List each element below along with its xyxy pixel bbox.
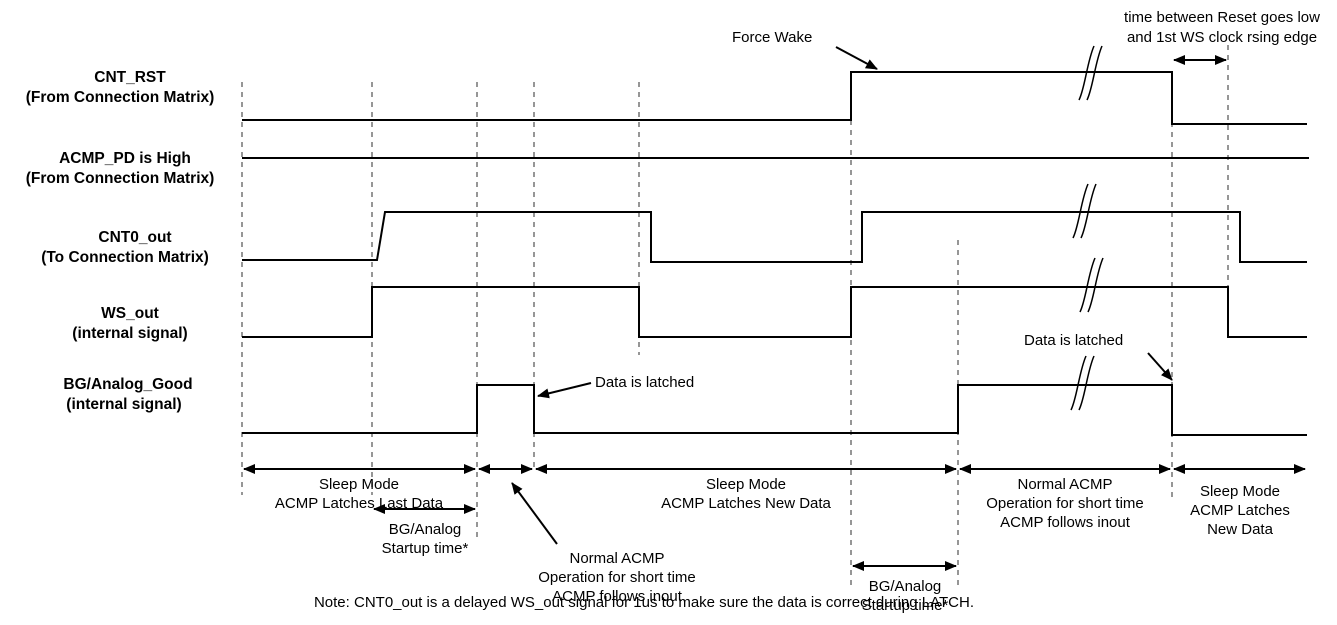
- short-normal-desc-2: ACMP follows inout: [552, 588, 683, 605]
- waveform-bg-analog-good: [242, 384, 1307, 436]
- footnote: Note: CNT0_out is a delayed WS_out signa…: [314, 594, 974, 611]
- signal-sublabel-cnt0-out: (To Connection Matrix): [41, 249, 209, 266]
- signal-label-bg-analog-good: BG/Analog_Good: [63, 376, 192, 393]
- short-normal-title: Normal ACMP: [569, 550, 664, 567]
- short-normal-desc-1: Operation for short time: [538, 569, 696, 586]
- signal-label-acmp-pd: ACMP_PD is High: [59, 150, 191, 167]
- waveform-ws-out: [242, 286, 1307, 338]
- force-wake-arrow: [835, 46, 878, 70]
- signal-label-ws-out: WS_out: [101, 305, 159, 322]
- normal-desc-1: Operation for short time: [986, 495, 1144, 512]
- sleep-2-title: Sleep Mode: [706, 476, 786, 493]
- reset-note-line-2: and 1st WS clock rsing edge: [1127, 29, 1317, 46]
- phase-labels: Sleep Mode ACMP Latches Last Data Sleep …: [275, 476, 1290, 614]
- waveform-cnt-rst: [242, 71, 1307, 125]
- signal-labels: CNT_RST (From Connection Matrix) ACMP_PD…: [26, 69, 215, 413]
- normal-title: Normal ACMP: [1017, 476, 1112, 493]
- reset-note-line-1: time between Reset goes low: [1124, 9, 1320, 26]
- signal-sublabel-cnt-rst: (From Connection Matrix): [26, 89, 215, 106]
- signal-sublabel-acmp-pd: (From Connection Matrix): [26, 170, 215, 187]
- signal-label-cnt-rst: CNT_RST: [94, 69, 166, 86]
- signal-label-cnt0-out: CNT0_out: [98, 229, 171, 246]
- sleep-3-desc-2: New Data: [1207, 521, 1274, 538]
- break-mark-icon: [1070, 355, 1095, 411]
- data-latched-arrow-2: [1147, 352, 1173, 381]
- waveform-cnt0-out: [242, 211, 1307, 263]
- break-mark-icon: [1078, 45, 1103, 101]
- data-latched-arrow-1: [537, 382, 592, 399]
- waveforms: [242, 71, 1309, 436]
- break-mark-icon: [1079, 257, 1104, 313]
- normal-desc-2: ACMP follows inout: [1000, 514, 1131, 531]
- bg-startup-1-title: BG/Analog: [389, 521, 462, 538]
- sleep-2-desc: ACMP Latches New Data: [661, 495, 831, 512]
- signal-sublabel-bg-analog-good: (internal signal): [66, 396, 181, 413]
- break-mark-icon: [1072, 183, 1097, 239]
- force-wake-label: Force Wake: [732, 29, 812, 46]
- bg-startup-1-desc: Startup time*: [382, 540, 469, 557]
- sleep-1-title: Sleep Mode: [319, 476, 399, 493]
- sleep-3-title: Sleep Mode: [1200, 483, 1280, 500]
- sleep-1-desc: ACMP Latches Last Data: [275, 495, 444, 512]
- signal-sublabel-ws-out: (internal signal): [72, 325, 187, 342]
- bg-startup-2-title: BG/Analog: [869, 578, 942, 595]
- data-latched-label-2: Data is latched: [1024, 332, 1123, 349]
- sleep-3-desc-1: ACMP Latches: [1190, 502, 1290, 519]
- callouts: Force Wake time between Reset goes low a…: [537, 9, 1320, 399]
- break-marks: [1070, 45, 1104, 411]
- bg-startup-2-desc: Startup time*: [862, 597, 949, 614]
- data-latched-label-1: Data is latched: [595, 374, 694, 391]
- short-normal-pointer: [511, 482, 558, 545]
- phase-arrows: [243, 464, 1306, 571]
